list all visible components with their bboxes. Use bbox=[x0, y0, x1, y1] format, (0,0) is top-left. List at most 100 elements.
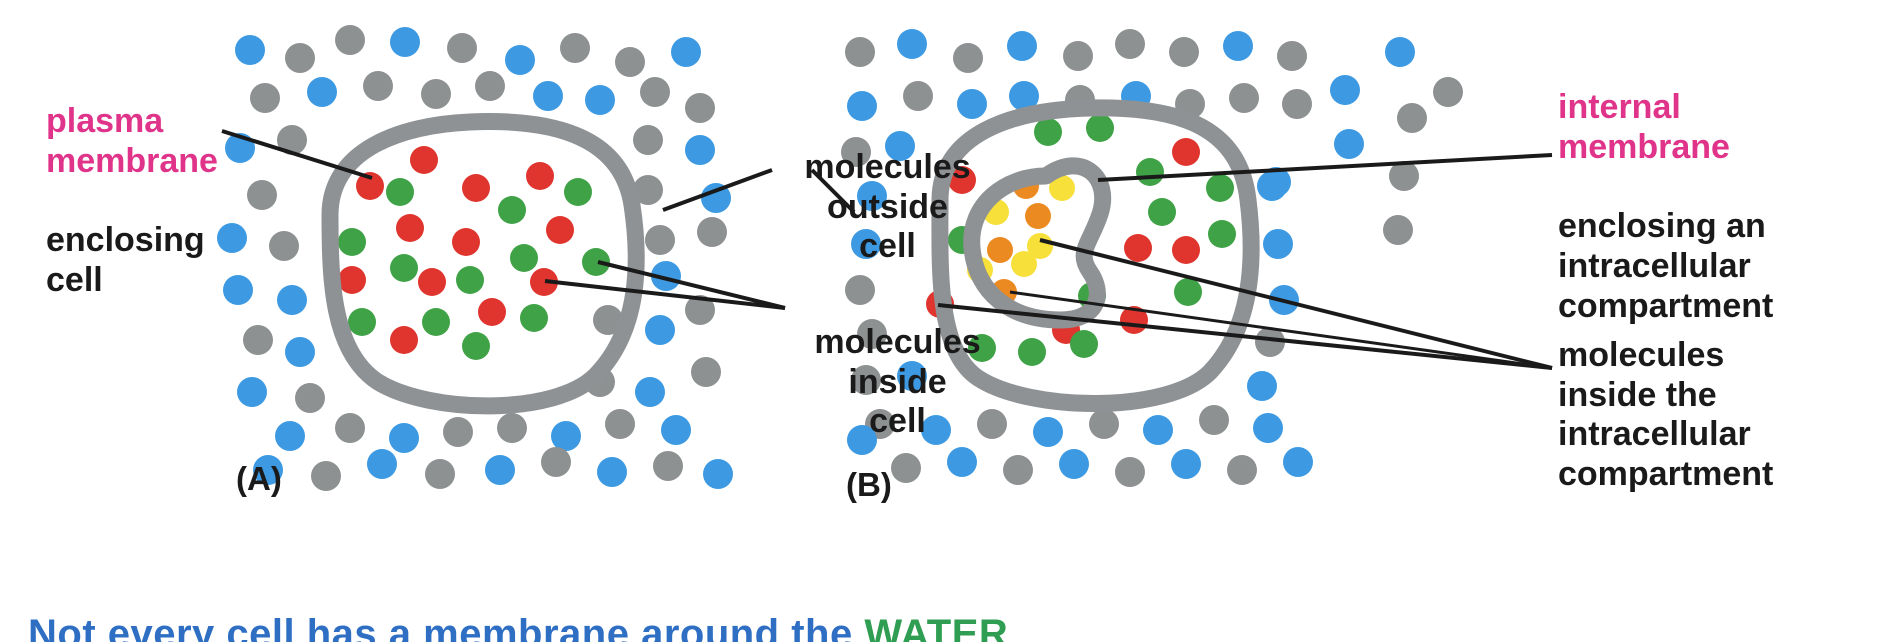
molecule-blue bbox=[597, 457, 627, 487]
molecule-gray bbox=[311, 461, 341, 491]
molecule-green bbox=[564, 178, 592, 206]
molecule-blue bbox=[307, 77, 337, 107]
molecule-red bbox=[1124, 234, 1152, 262]
molecule-gray bbox=[697, 217, 727, 247]
molecule-gray bbox=[475, 71, 505, 101]
molecule-gray bbox=[335, 413, 365, 443]
plasma-membrane-panel-a bbox=[321, 113, 645, 415]
label-molecules-inside-compartment: molecules inside the intracellular compa… bbox=[1558, 296, 1773, 535]
leader-line-molecules-outside-right bbox=[810, 168, 856, 214]
molecule-gray bbox=[691, 357, 721, 387]
molecule-red bbox=[526, 162, 554, 190]
molecule-gray bbox=[903, 81, 933, 111]
molecule-gray bbox=[1229, 83, 1259, 113]
molecule-red bbox=[356, 172, 384, 200]
molecule-blue bbox=[389, 423, 419, 453]
molecule-red bbox=[418, 268, 446, 296]
plasma-membrane-panel-b bbox=[931, 99, 1260, 412]
molecule-blue bbox=[277, 285, 307, 315]
molecule-gray bbox=[541, 447, 571, 477]
molecule-blue bbox=[661, 415, 691, 445]
leader-lines-layer bbox=[221, 129, 1553, 370]
molecule-gray bbox=[841, 137, 871, 167]
molecule-blue bbox=[847, 91, 877, 121]
molecule-gray bbox=[1227, 455, 1257, 485]
molecule-blue bbox=[897, 29, 927, 59]
molecule-blue bbox=[1223, 31, 1253, 61]
molecule-gray bbox=[1169, 37, 1199, 67]
molecule-gray bbox=[1383, 215, 1413, 245]
molecule-gray bbox=[560, 33, 590, 63]
molecule-yellow bbox=[1011, 251, 1037, 277]
molecule-gray bbox=[645, 225, 675, 255]
molecule-green bbox=[1208, 220, 1236, 248]
molecule-green bbox=[510, 244, 538, 272]
molecule-blue bbox=[851, 229, 881, 259]
molecule-gray bbox=[421, 79, 451, 109]
molecule-green bbox=[390, 254, 418, 282]
label-molecules-inside-compartment-text: molecules inside the intracellular compa… bbox=[1558, 335, 1774, 494]
leader-line-molecules-inside-2 bbox=[597, 260, 786, 310]
molecule-gray bbox=[845, 37, 875, 67]
molecule-gray bbox=[1003, 455, 1033, 485]
molecule-green bbox=[1034, 118, 1062, 146]
molecule-gray bbox=[425, 459, 455, 489]
molecule-red bbox=[948, 166, 976, 194]
molecule-orange bbox=[1025, 203, 1051, 229]
leader-line-compartment-molecules-3 bbox=[1009, 290, 1553, 370]
molecule-blue bbox=[1171, 449, 1201, 479]
label-internal-membrane-black: enclosing an intracellular compartment bbox=[1558, 207, 1774, 325]
molecule-blue bbox=[533, 81, 563, 111]
molecule-blue bbox=[1009, 81, 1039, 111]
label-molecules-inside-text: molecules inside cell bbox=[814, 322, 981, 441]
molecule-blue bbox=[505, 45, 535, 75]
molecule-blue bbox=[485, 455, 515, 485]
molecule-gray bbox=[269, 231, 299, 261]
molecule-red bbox=[546, 216, 574, 244]
leader-line-molecules-outside-left bbox=[662, 168, 773, 212]
molecule-red bbox=[338, 266, 366, 294]
molecule-gray bbox=[447, 33, 477, 63]
molecule-green bbox=[462, 332, 490, 360]
molecule-blue bbox=[223, 275, 253, 305]
molecule-gray bbox=[335, 25, 365, 55]
molecule-blue bbox=[701, 183, 731, 213]
molecule-blue bbox=[367, 449, 397, 479]
molecule-gray bbox=[1397, 103, 1427, 133]
leader-line-compartment-molecules-1 bbox=[1039, 238, 1553, 370]
molecule-blue bbox=[921, 415, 951, 445]
molecule-orange bbox=[987, 237, 1013, 263]
label-molecules-outside-text: molecules outside cell bbox=[804, 147, 971, 266]
molecule-gray bbox=[857, 319, 887, 349]
label-molecules-inside-cell: molecules inside cell bbox=[790, 283, 1005, 482]
molecule-gray bbox=[953, 43, 983, 73]
internal-membrane-panel-b bbox=[963, 157, 1112, 329]
panel-label-a: (A) bbox=[236, 460, 282, 497]
molecule-green bbox=[338, 228, 366, 256]
molecule-blue bbox=[651, 261, 681, 291]
molecule-blue bbox=[1334, 129, 1364, 159]
molecule-blue bbox=[237, 377, 267, 407]
molecule-blue bbox=[957, 89, 987, 119]
molecule-red bbox=[530, 268, 558, 296]
molecule-gray bbox=[615, 47, 645, 77]
molecule-blue bbox=[635, 377, 665, 407]
molecule-blue bbox=[671, 37, 701, 67]
molecule-gray bbox=[640, 77, 670, 107]
molecule-red bbox=[1172, 236, 1200, 264]
molecule-blue bbox=[1283, 447, 1313, 477]
molecule-green bbox=[386, 178, 414, 206]
molecule-blue bbox=[1007, 31, 1037, 61]
molecule-green bbox=[968, 334, 996, 362]
molecule-gray bbox=[1282, 89, 1312, 119]
molecule-green bbox=[348, 308, 376, 336]
molecule-green bbox=[1174, 278, 1202, 306]
molecule-blue bbox=[645, 315, 675, 345]
leader-line-internal-membrane bbox=[1097, 153, 1553, 182]
molecule-blue bbox=[275, 421, 305, 451]
molecule-blue bbox=[1143, 415, 1173, 445]
molecule-red bbox=[1172, 138, 1200, 166]
molecule-blue bbox=[1330, 75, 1360, 105]
molecule-green bbox=[498, 196, 526, 224]
